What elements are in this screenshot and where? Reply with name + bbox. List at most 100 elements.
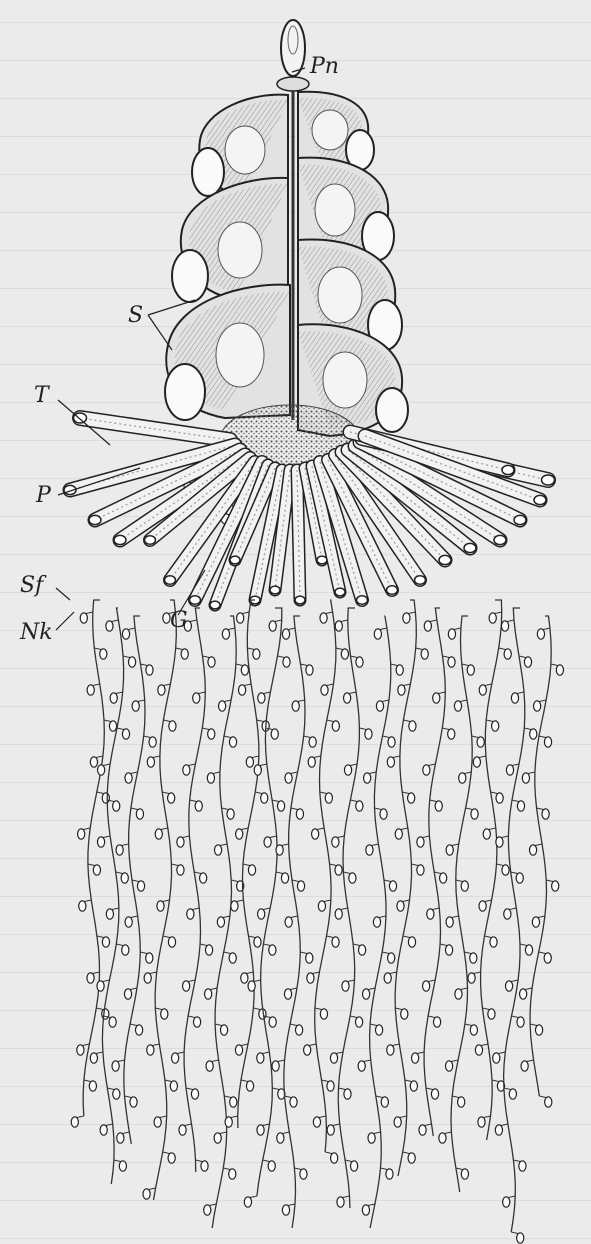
nematocyst-knob — [356, 1017, 363, 1027]
tentacle — [272, 616, 316, 1228]
nematocyst-knob — [427, 909, 434, 919]
nematocyst-knob — [344, 693, 351, 703]
nematocyst-knob — [307, 973, 314, 983]
tentacle — [172, 608, 216, 1172]
nematocyst-knob — [246, 757, 253, 767]
nematocyst-knob — [235, 1045, 242, 1055]
nematocyst-knob — [535, 1025, 542, 1035]
nematocyst-knob — [181, 649, 188, 659]
nematocyst-knob — [116, 845, 123, 855]
nematocyst-knob — [122, 945, 129, 955]
nematocyst-knob — [421, 649, 428, 659]
nematocyst-knob — [100, 1125, 107, 1135]
nematocyst-knob — [125, 773, 132, 783]
nematocyst-knob — [388, 953, 395, 963]
nematocyst-knob — [376, 701, 383, 711]
nematocyst-knob — [147, 1045, 154, 1055]
nematocyst-knob — [285, 917, 292, 927]
tentacle — [358, 616, 403, 1228]
nematocyst-knob — [525, 945, 532, 955]
nematocyst-knob — [277, 1133, 284, 1143]
nematocyst-knob — [147, 757, 154, 767]
nematocyst-knob — [296, 809, 303, 819]
nematocyst-knob — [264, 837, 271, 847]
nematocyst-knob — [168, 1153, 175, 1163]
nematocyst-knob — [222, 629, 229, 639]
nematocyst-knob — [471, 809, 478, 819]
nematocyst-knob — [408, 1153, 415, 1163]
nematocyst-knob — [282, 1205, 289, 1215]
nematocyst-knob — [146, 665, 153, 675]
nematocyst-knob — [380, 809, 387, 819]
nematocyst-knob — [349, 873, 356, 883]
nematocyst-knob — [177, 837, 184, 847]
tentacle — [520, 616, 564, 1107]
nematocyst-knob — [258, 909, 265, 919]
nematocyst-knob — [206, 1061, 213, 1071]
nematocyst-knob — [121, 873, 128, 883]
nematocyst-knob — [191, 1089, 198, 1099]
nematocyst-knob — [455, 989, 462, 999]
nematocyst-knob — [168, 793, 175, 803]
nematocyst-knob — [337, 1197, 344, 1207]
nematocyst-knob — [124, 989, 131, 999]
tentacle — [143, 600, 188, 1200]
nematocyst-knob — [530, 729, 537, 739]
nematocyst-knob — [313, 1117, 320, 1127]
nematocyst-knob — [445, 1061, 452, 1071]
nematocyst-knob — [195, 801, 202, 811]
nematocyst-knob — [137, 881, 144, 891]
nematocyst-knob — [401, 1009, 408, 1019]
nematocyst-knob — [200, 873, 207, 883]
nematocyst-knob — [552, 881, 559, 891]
nematocyst-knob — [193, 693, 200, 703]
nematocyst-knob — [227, 809, 234, 819]
nematocyst-knob — [517, 1017, 524, 1027]
nematocyst-knob — [320, 1009, 327, 1019]
nematocyst-knob — [537, 629, 544, 639]
nematocyst-knob — [521, 1061, 528, 1071]
nematocyst-knob — [257, 1125, 264, 1135]
nematocyst-knob — [408, 937, 415, 947]
nematocyst-knob — [468, 973, 475, 983]
nematocyst-knob — [229, 1169, 236, 1179]
nematocyst-knob — [335, 621, 342, 631]
nematocyst-knob — [331, 1153, 338, 1163]
nematocyst-knob — [359, 945, 366, 955]
nematocyst-knob — [283, 657, 290, 667]
nematocyst-knob — [272, 1061, 279, 1071]
nematocyst-knob — [269, 945, 276, 955]
nematocyst-knob — [248, 865, 255, 875]
nematocyst-knob — [327, 1081, 334, 1091]
nematocyst-knob — [403, 613, 410, 623]
nematocyst-knob — [225, 1117, 232, 1127]
nematocyst-knob — [419, 1125, 426, 1135]
nematocyst-knob — [398, 685, 405, 695]
nematocyst-knob — [483, 829, 490, 839]
nematocyst-knob — [454, 701, 461, 711]
nematocyst-knob — [271, 729, 278, 739]
nematocyst-knob — [277, 801, 284, 811]
nematocyst-knob — [154, 1117, 161, 1127]
nematocyst-knob — [364, 773, 371, 783]
nematocyst-knob — [445, 945, 452, 955]
nematocyst-knob — [113, 801, 120, 811]
nematocyst-knob — [479, 685, 486, 695]
nematocyst-knob — [229, 953, 236, 963]
nematocyst-knob — [478, 1117, 485, 1127]
nematocyst-knob — [179, 1125, 186, 1135]
nematocyst-knob — [423, 765, 430, 775]
nematocyst-knob — [335, 865, 342, 875]
nematocyst-knob — [205, 945, 212, 955]
nematocyst-knob — [217, 917, 224, 927]
nematocyst-knob — [201, 1161, 208, 1171]
nematocyst-knob — [290, 1097, 297, 1107]
nematocyst-knob — [461, 1169, 468, 1179]
nematocyst-knob — [320, 613, 327, 623]
nematocyst-knob — [475, 1045, 482, 1055]
nematocyst-knob — [119, 1161, 126, 1171]
nematocyst-knob — [362, 1205, 369, 1215]
nematocyst-knob — [344, 765, 351, 775]
nematocyst-knob — [395, 829, 402, 839]
swimming-bell — [172, 178, 288, 302]
